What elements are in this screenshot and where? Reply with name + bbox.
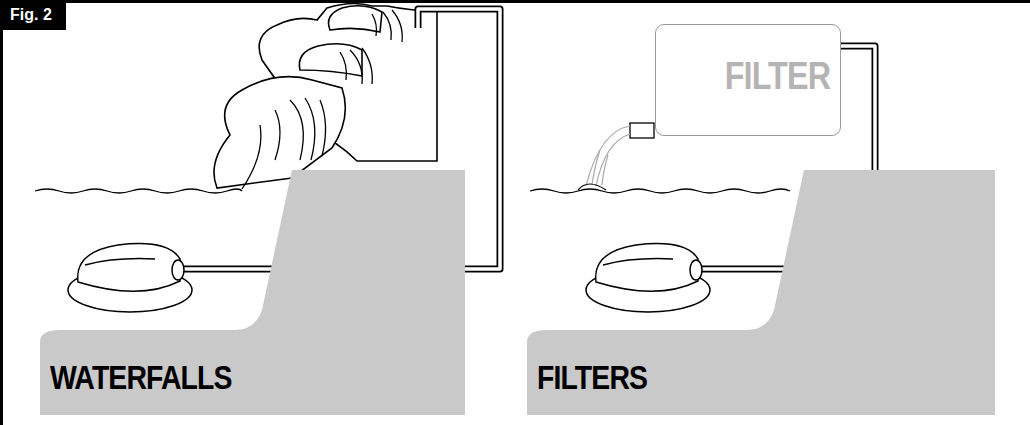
pump [68, 244, 192, 312]
falling-water [242, 10, 402, 189]
water-surface [530, 189, 790, 193]
waterfall-rocks [214, 3, 437, 188]
water-surface [35, 189, 242, 193]
splash [578, 184, 606, 190]
ground-label: FILTERS [537, 359, 647, 397]
frame-top [0, 0, 1030, 3]
figure-tab: Fig. 2 [0, 0, 66, 30]
filter-outlet [630, 123, 654, 138]
outlet-stream [586, 126, 630, 186]
ground-label: WATERFALLS [50, 359, 232, 397]
pump [586, 244, 710, 312]
frame-left [0, 0, 3, 425]
filter-label: FILTER [724, 55, 830, 98]
filter-box: FILTER [655, 24, 841, 136]
